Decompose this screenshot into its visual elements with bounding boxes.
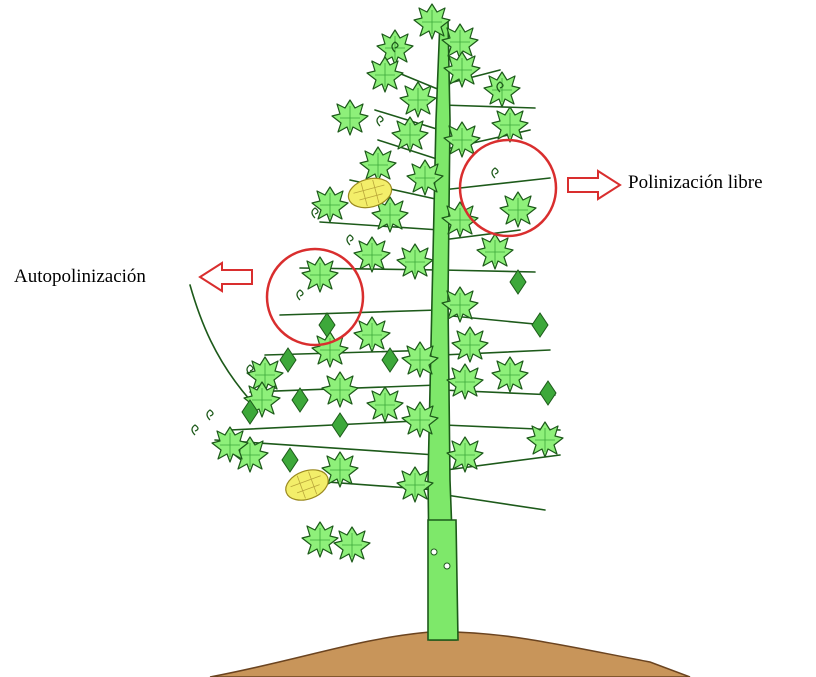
- arrow-left-icon: [200, 263, 252, 291]
- libre-label: Polinización libre: [628, 172, 763, 194]
- stem-base: [428, 520, 458, 640]
- auto-highlight-circle: [267, 249, 363, 345]
- arrow-right-icon: [568, 171, 620, 199]
- auto-label: Autopolinización: [14, 266, 146, 288]
